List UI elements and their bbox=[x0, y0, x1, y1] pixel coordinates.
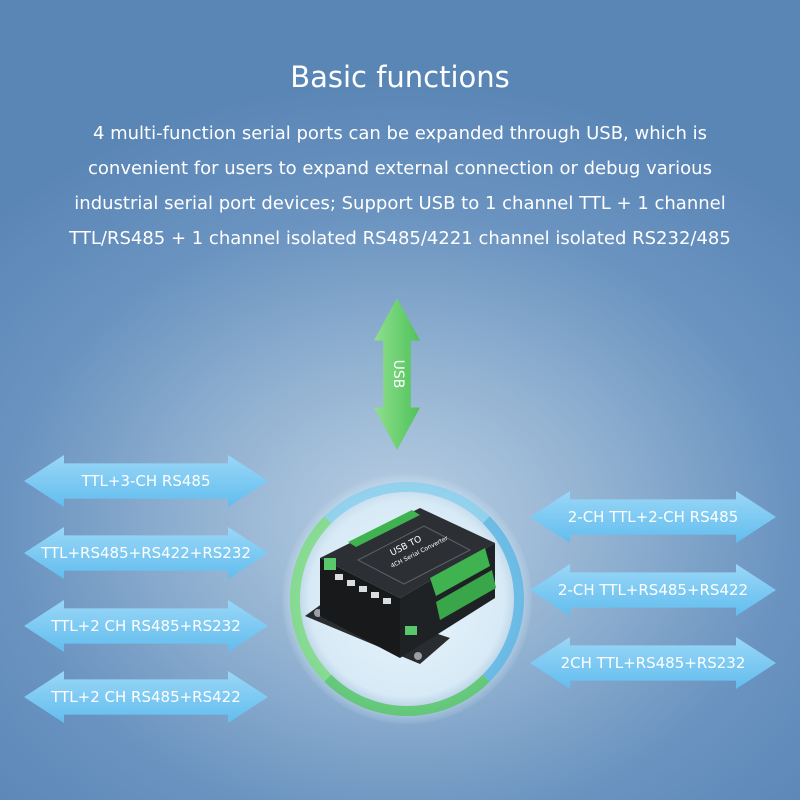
usb-label: USB bbox=[390, 359, 406, 389]
page-title: Basic functions bbox=[290, 60, 510, 94]
left-arrow-ttl-rs485-rs422-rs232: TTL+RS485+RS422+RS232 bbox=[24, 527, 268, 579]
description-line: TTL/RS485 + 1 channel isolated RS485/422… bbox=[69, 228, 731, 249]
description-line: industrial serial port devices; Support … bbox=[74, 193, 726, 214]
left-arrow-ttl-2ch-rs485-rs232: TTL+2 CH RS485+RS232 bbox=[24, 600, 268, 652]
right-arrow-2ch-ttl-rs485-rs232: 2CH TTL+RS485+RS232 bbox=[530, 637, 776, 689]
right-arrow-2ch-ttl-2ch-rs485: 2-CH TTL+2-CH RS485 bbox=[530, 491, 776, 543]
device-ring bbox=[290, 482, 524, 716]
description-line: convenient for users to expand external … bbox=[88, 158, 712, 179]
left-arrow-ttl-2ch-rs485-rs422: TTL+2 CH RS485+RS422 bbox=[24, 671, 268, 723]
port-pins bbox=[335, 574, 391, 604]
usb-to-4ch-serial-converter-image: USB TO 4CH Serial Converter bbox=[305, 508, 496, 664]
right-arrow-2ch-ttl-rs485-rs422: 2-CH TTL+RS485+RS422 bbox=[530, 564, 776, 616]
description-line: 4 multi-function serial ports can be exp… bbox=[92, 123, 708, 144]
description: 4 multi-function serial ports can be exp… bbox=[40, 116, 760, 256]
left-arrow-ttl-3ch-rs485: TTL+3-CH RS485 bbox=[24, 455, 268, 507]
